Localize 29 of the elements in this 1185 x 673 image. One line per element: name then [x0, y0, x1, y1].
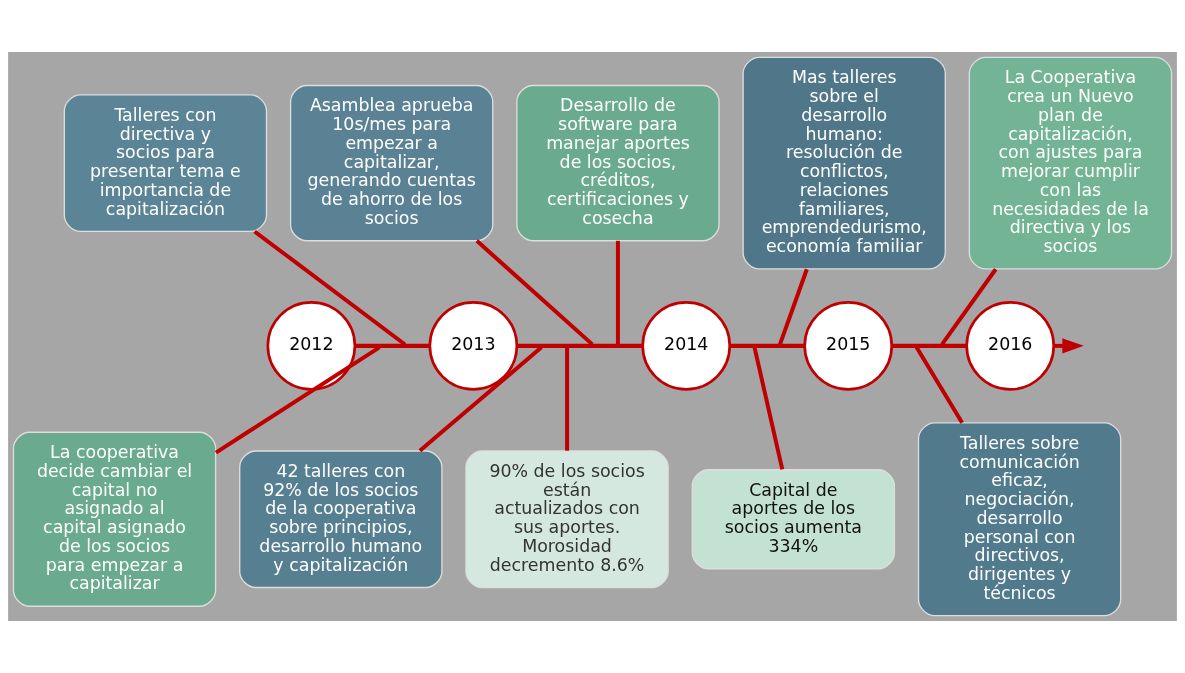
node-circle: 2012 [266, 301, 357, 391]
connector [752, 346, 785, 470]
node-box: Capital de aportes de los socios aumenta 334% [691, 469, 896, 570]
node-circle: 2015 [803, 301, 894, 391]
connector [214, 345, 381, 455]
node-box: 90% de los socios están actualizados con sus aportes. Morosidad decremento 8.6% [465, 450, 669, 589]
node-box: 42 talleres con 92% de los socios de la cooperativa sobre principios, desarrollo humano y capitalización [239, 450, 443, 589]
connector [729, 343, 805, 348]
node-box: Asamblea aprueba 10s/mes para empezar a capitalizar, generando cuentas de ahorro de los socios [289, 84, 494, 242]
node-box: Talleres sobre comunicación eficaz, negociación, desarrollo personal con directivos, dirigentes y técnicos [917, 422, 1122, 617]
node-box: Mas talleres sobre el desarrollo humano: resolución de conflictos, relaciones familiares, emprendedurismo, economía familiar [742, 56, 946, 270]
node-box: La cooperativa decide cambiar el capital no asignado al capital asignado de los socios para empezar a capitalizar [12, 431, 217, 607]
node-circle: 2013 [428, 301, 519, 391]
node-circle: 2016 [965, 301, 1056, 391]
connector [615, 240, 620, 345]
connector [418, 345, 543, 453]
connector [517, 343, 643, 348]
node-circle: 2014 [641, 301, 732, 391]
connector [355, 343, 430, 348]
connector [253, 229, 407, 347]
connector [891, 343, 967, 348]
connector [565, 347, 570, 451]
connector [940, 268, 998, 346]
node-box: Talleres con directiva y socios para presentar tema e importancia de capitalización [63, 94, 268, 233]
connector [778, 268, 809, 346]
connector [914, 346, 964, 424]
node-box: Desarrollo de software para manejar aportes de los socios, créditos, certificaciones y cosecha [516, 84, 720, 242]
connector [475, 239, 594, 346]
node-box: La Cooperativa crea un Nuevo plan de capitalización, con ajustes para mejorar cumplir con las necesidades de la directiva y los socios [968, 56, 1173, 270]
